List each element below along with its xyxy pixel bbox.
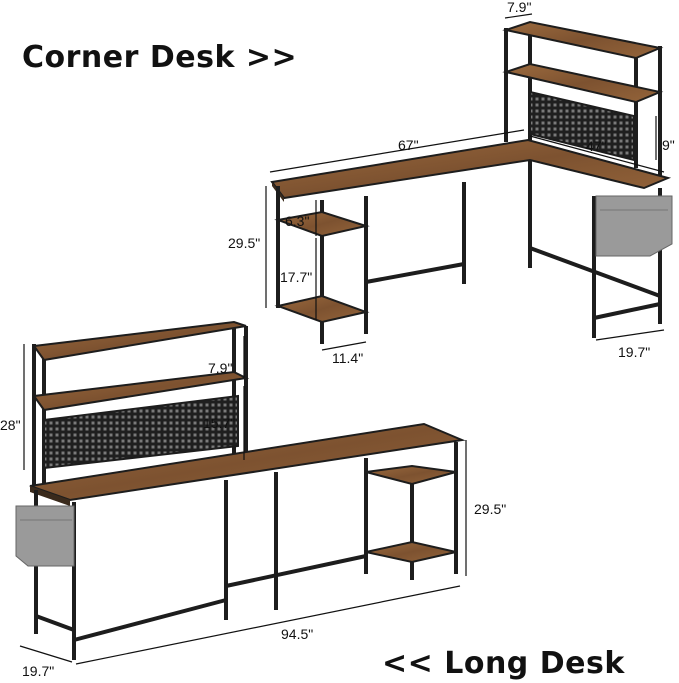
long-desk-heading: << Long Desk [382,646,625,681]
corner-dimension-lines [265,13,665,351]
corner-hutch-top-shelf [502,20,664,60]
long-length-label: 94.5" [281,626,314,642]
corner-upper-side-shelf [274,210,370,238]
long-desk [15,320,467,665]
corner-pegboard [529,90,635,162]
corner-hutch-depth-label: 7.9" [507,0,532,15]
long-depth-label: 19.7" [22,663,55,679]
long-pegboard [43,394,239,470]
corner-length-label: 67" [398,137,419,153]
corner-height-label: 29.5" [228,235,261,251]
corner-storage-bag [595,195,673,257]
long-hutch-mid-shelf [32,370,250,412]
corner-side-length-label: 47" [586,138,607,154]
long-dimension-lines [19,336,467,665]
long-lower-side-shelf [365,540,457,564]
long-hutch-lower-gap-label: 15.7" [203,415,236,431]
corner-desk-heading: Corner Desk >> [22,40,298,75]
corner-lower-side-shelf [274,294,370,324]
corner-desk [265,13,673,351]
corner-hutch-mid-shelf [502,62,664,104]
corner-depth-label: 19.7" [618,344,651,360]
long-desktop-edge [30,486,70,506]
corner-shelf-gap-label: 6.3" [285,213,310,229]
long-height-label: 29.5" [474,501,507,517]
long-storage-bag [15,505,75,567]
long-upper-side-shelf [365,464,457,486]
corner-lower-shelf-height-label: 17.7" [280,269,313,285]
long-hutch-height-label: 28" [0,417,21,433]
long-hutch-top-shelf [32,320,247,362]
long-hutch-shelf-gap-label: 7.9" [208,360,233,376]
corner-hutch-shelf-height-label: 9" [662,137,675,153]
corner-shelf-width-label: 11.4" [332,350,364,366]
